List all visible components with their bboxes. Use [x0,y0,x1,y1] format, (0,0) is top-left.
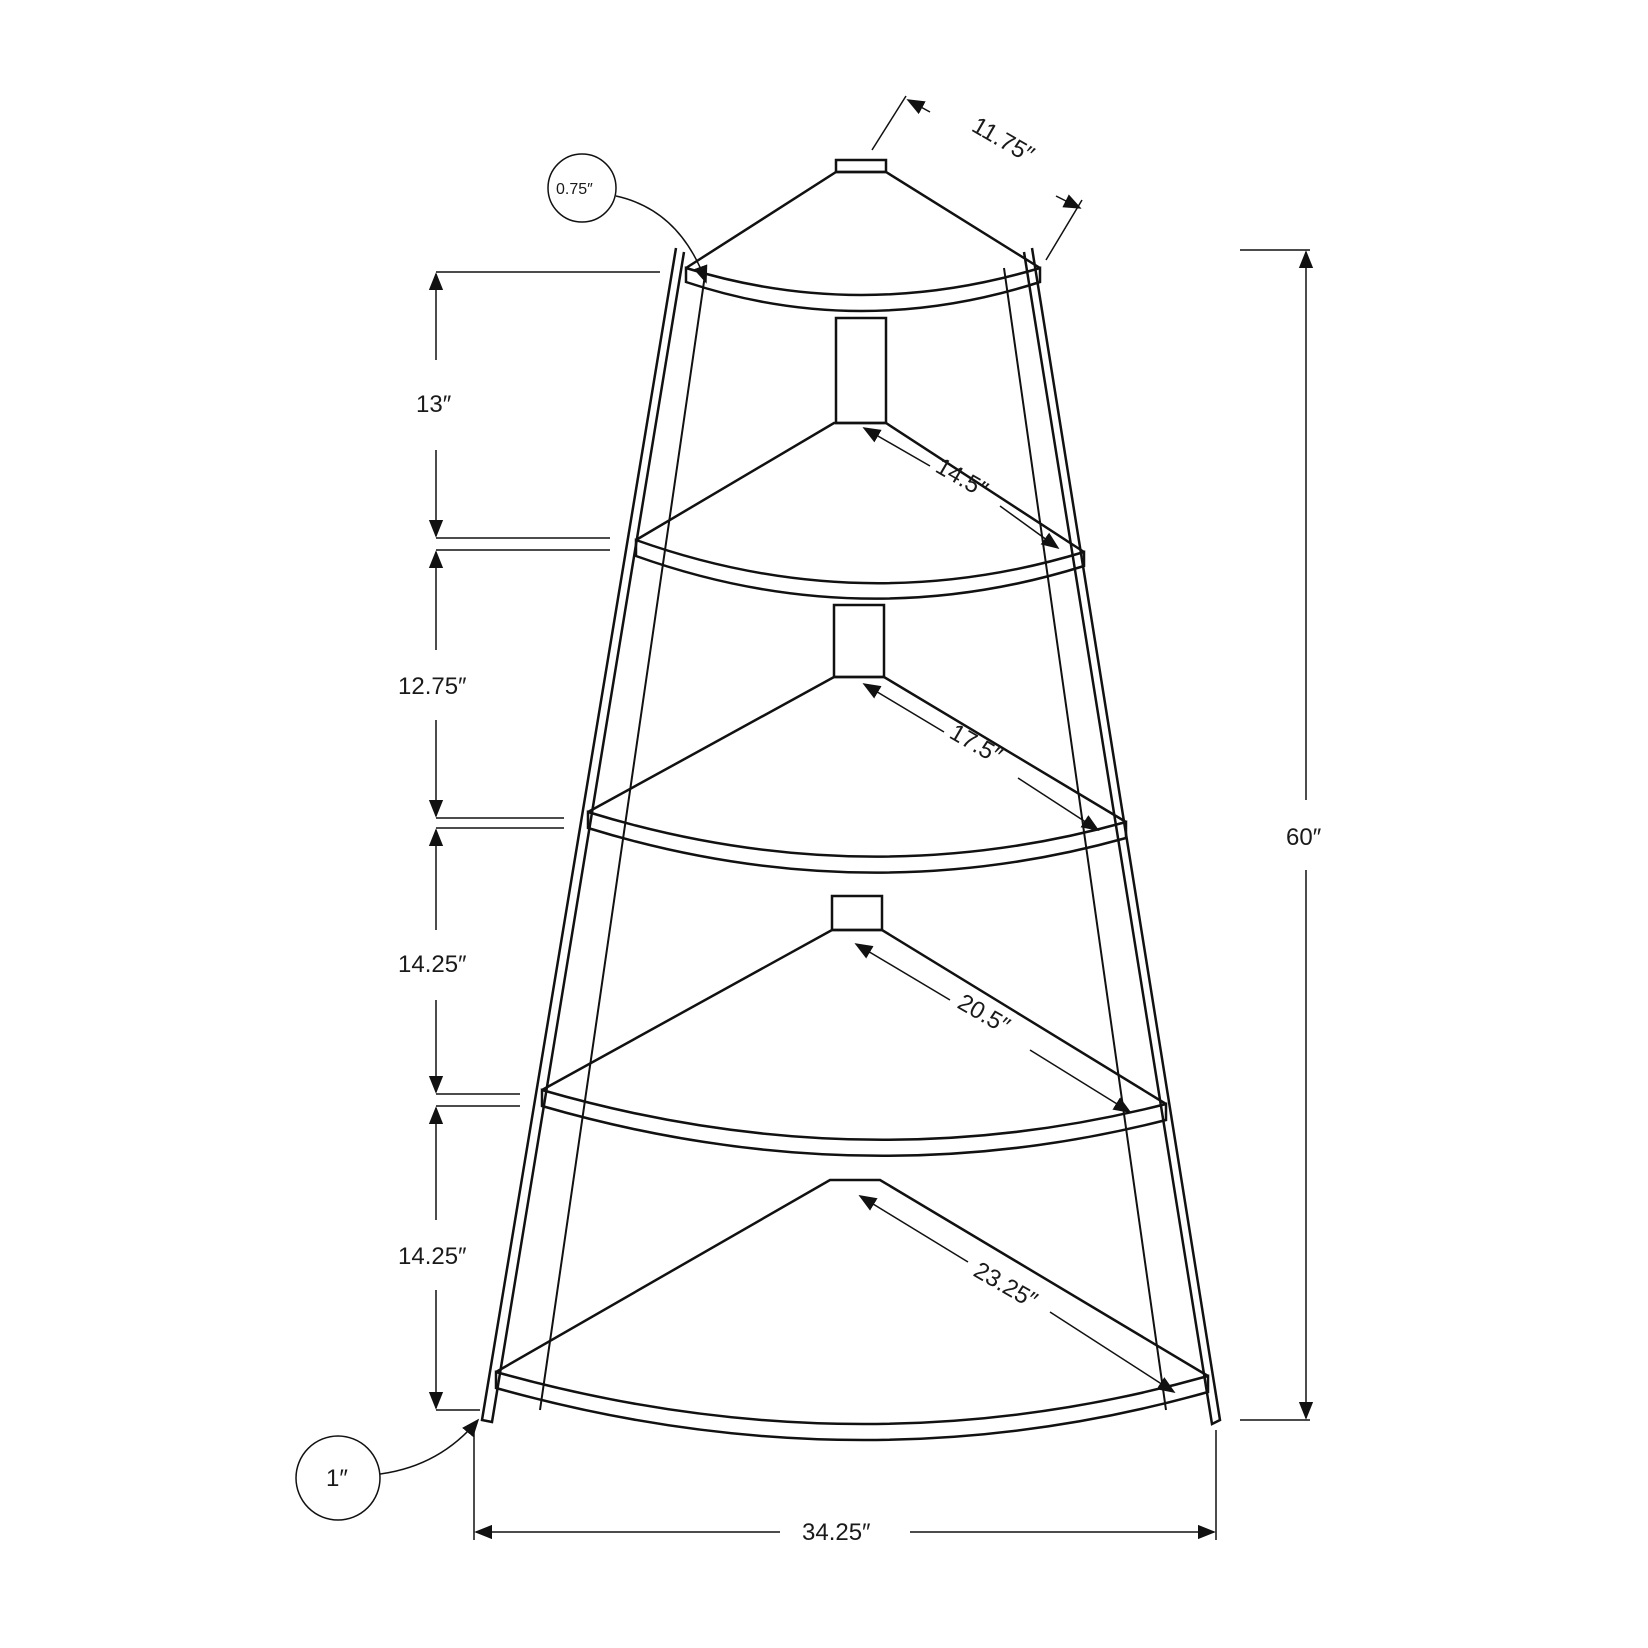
shelf-side-label-4: 23.25″ [969,1257,1042,1315]
shelf-5 [494,1178,1210,1442]
left-leg [480,247,686,1424]
shelf-3 [586,675,1128,874]
shelf-side-label-2: 17.5″ [945,719,1007,770]
shelf-4 [540,928,1168,1158]
spacing-label-4: 14.25″ [398,1243,467,1270]
right-leg [1022,247,1222,1426]
height-label: 60″ [1286,824,1322,851]
width-label: 34.25″ [802,1519,871,1546]
shelf-1 [684,170,1042,313]
top-depth-label: 11.75″ [967,112,1039,169]
shelf-side-label-3: 20.5″ [953,989,1015,1040]
thickness-label: 0.75″ [556,181,593,198]
shelf-2 [634,421,1086,600]
spacing-label-1: 13″ [416,391,452,418]
leg-thickness-label: 1″ [326,1465,348,1492]
spacing-label-3: 14.25″ [398,951,467,978]
shelf-side-label-1: 14.5″ [931,453,993,504]
spacing-label-2: 12.75″ [398,673,467,700]
